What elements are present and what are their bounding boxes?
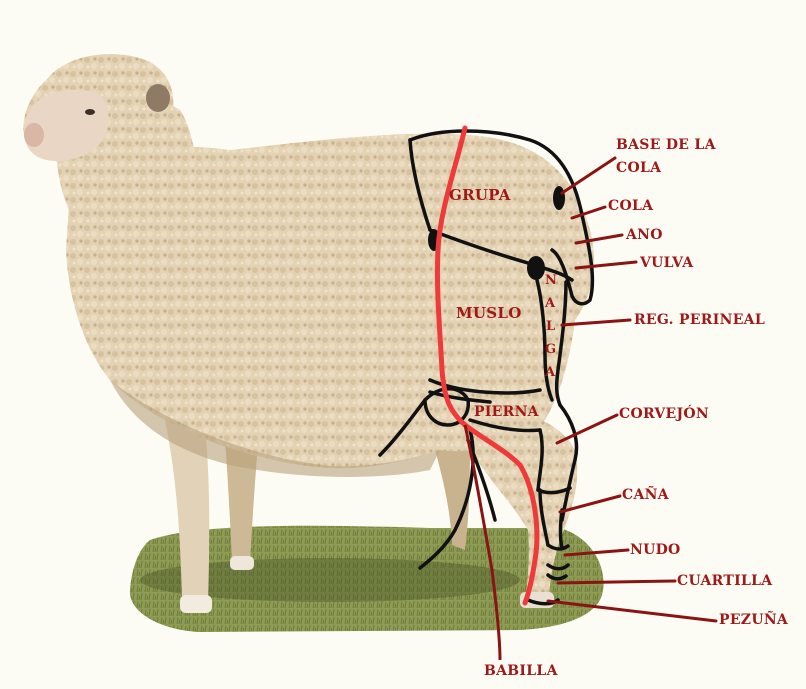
label-base-cola-line2: COLA	[616, 160, 661, 177]
label-base-cola-line1: BASE DE LA	[616, 137, 716, 154]
label-nalga-letter-4: G	[545, 342, 556, 357]
label-cana: CAÑA	[622, 487, 669, 504]
marker-ischium	[527, 256, 545, 280]
label-nalga-letter-5: A	[545, 365, 555, 380]
label-babilla: BABILLA	[484, 663, 558, 680]
label-reg-perineal: REG. PERINEAL	[634, 312, 765, 329]
sheep-eye	[85, 109, 95, 115]
sheep-nose	[24, 123, 44, 147]
marker-tail-base	[553, 186, 565, 210]
sheep-ear	[146, 84, 170, 112]
label-grupa: GRUPA	[449, 187, 511, 204]
front-hoof-far	[230, 556, 254, 570]
label-nalga-letter-3: L	[546, 319, 555, 334]
label-cola: COLA	[608, 198, 653, 215]
label-corvejon: CORVEJÓN	[619, 406, 709, 423]
label-nalga-letter-1: N	[545, 273, 557, 288]
label-ano: ANO	[626, 227, 663, 244]
front-hoof	[180, 595, 212, 613]
label-vulva: VULVA	[640, 255, 693, 272]
label-muslo: MUSLO	[456, 305, 522, 322]
label-pezuna: PEZUÑA	[719, 612, 788, 629]
label-cuartilla: CUARTILLA	[677, 573, 772, 590]
label-nudo: NUDO	[630, 542, 681, 559]
label-pierna: PIERNA	[474, 404, 539, 421]
label-nalga-letter-2: A	[545, 296, 555, 311]
